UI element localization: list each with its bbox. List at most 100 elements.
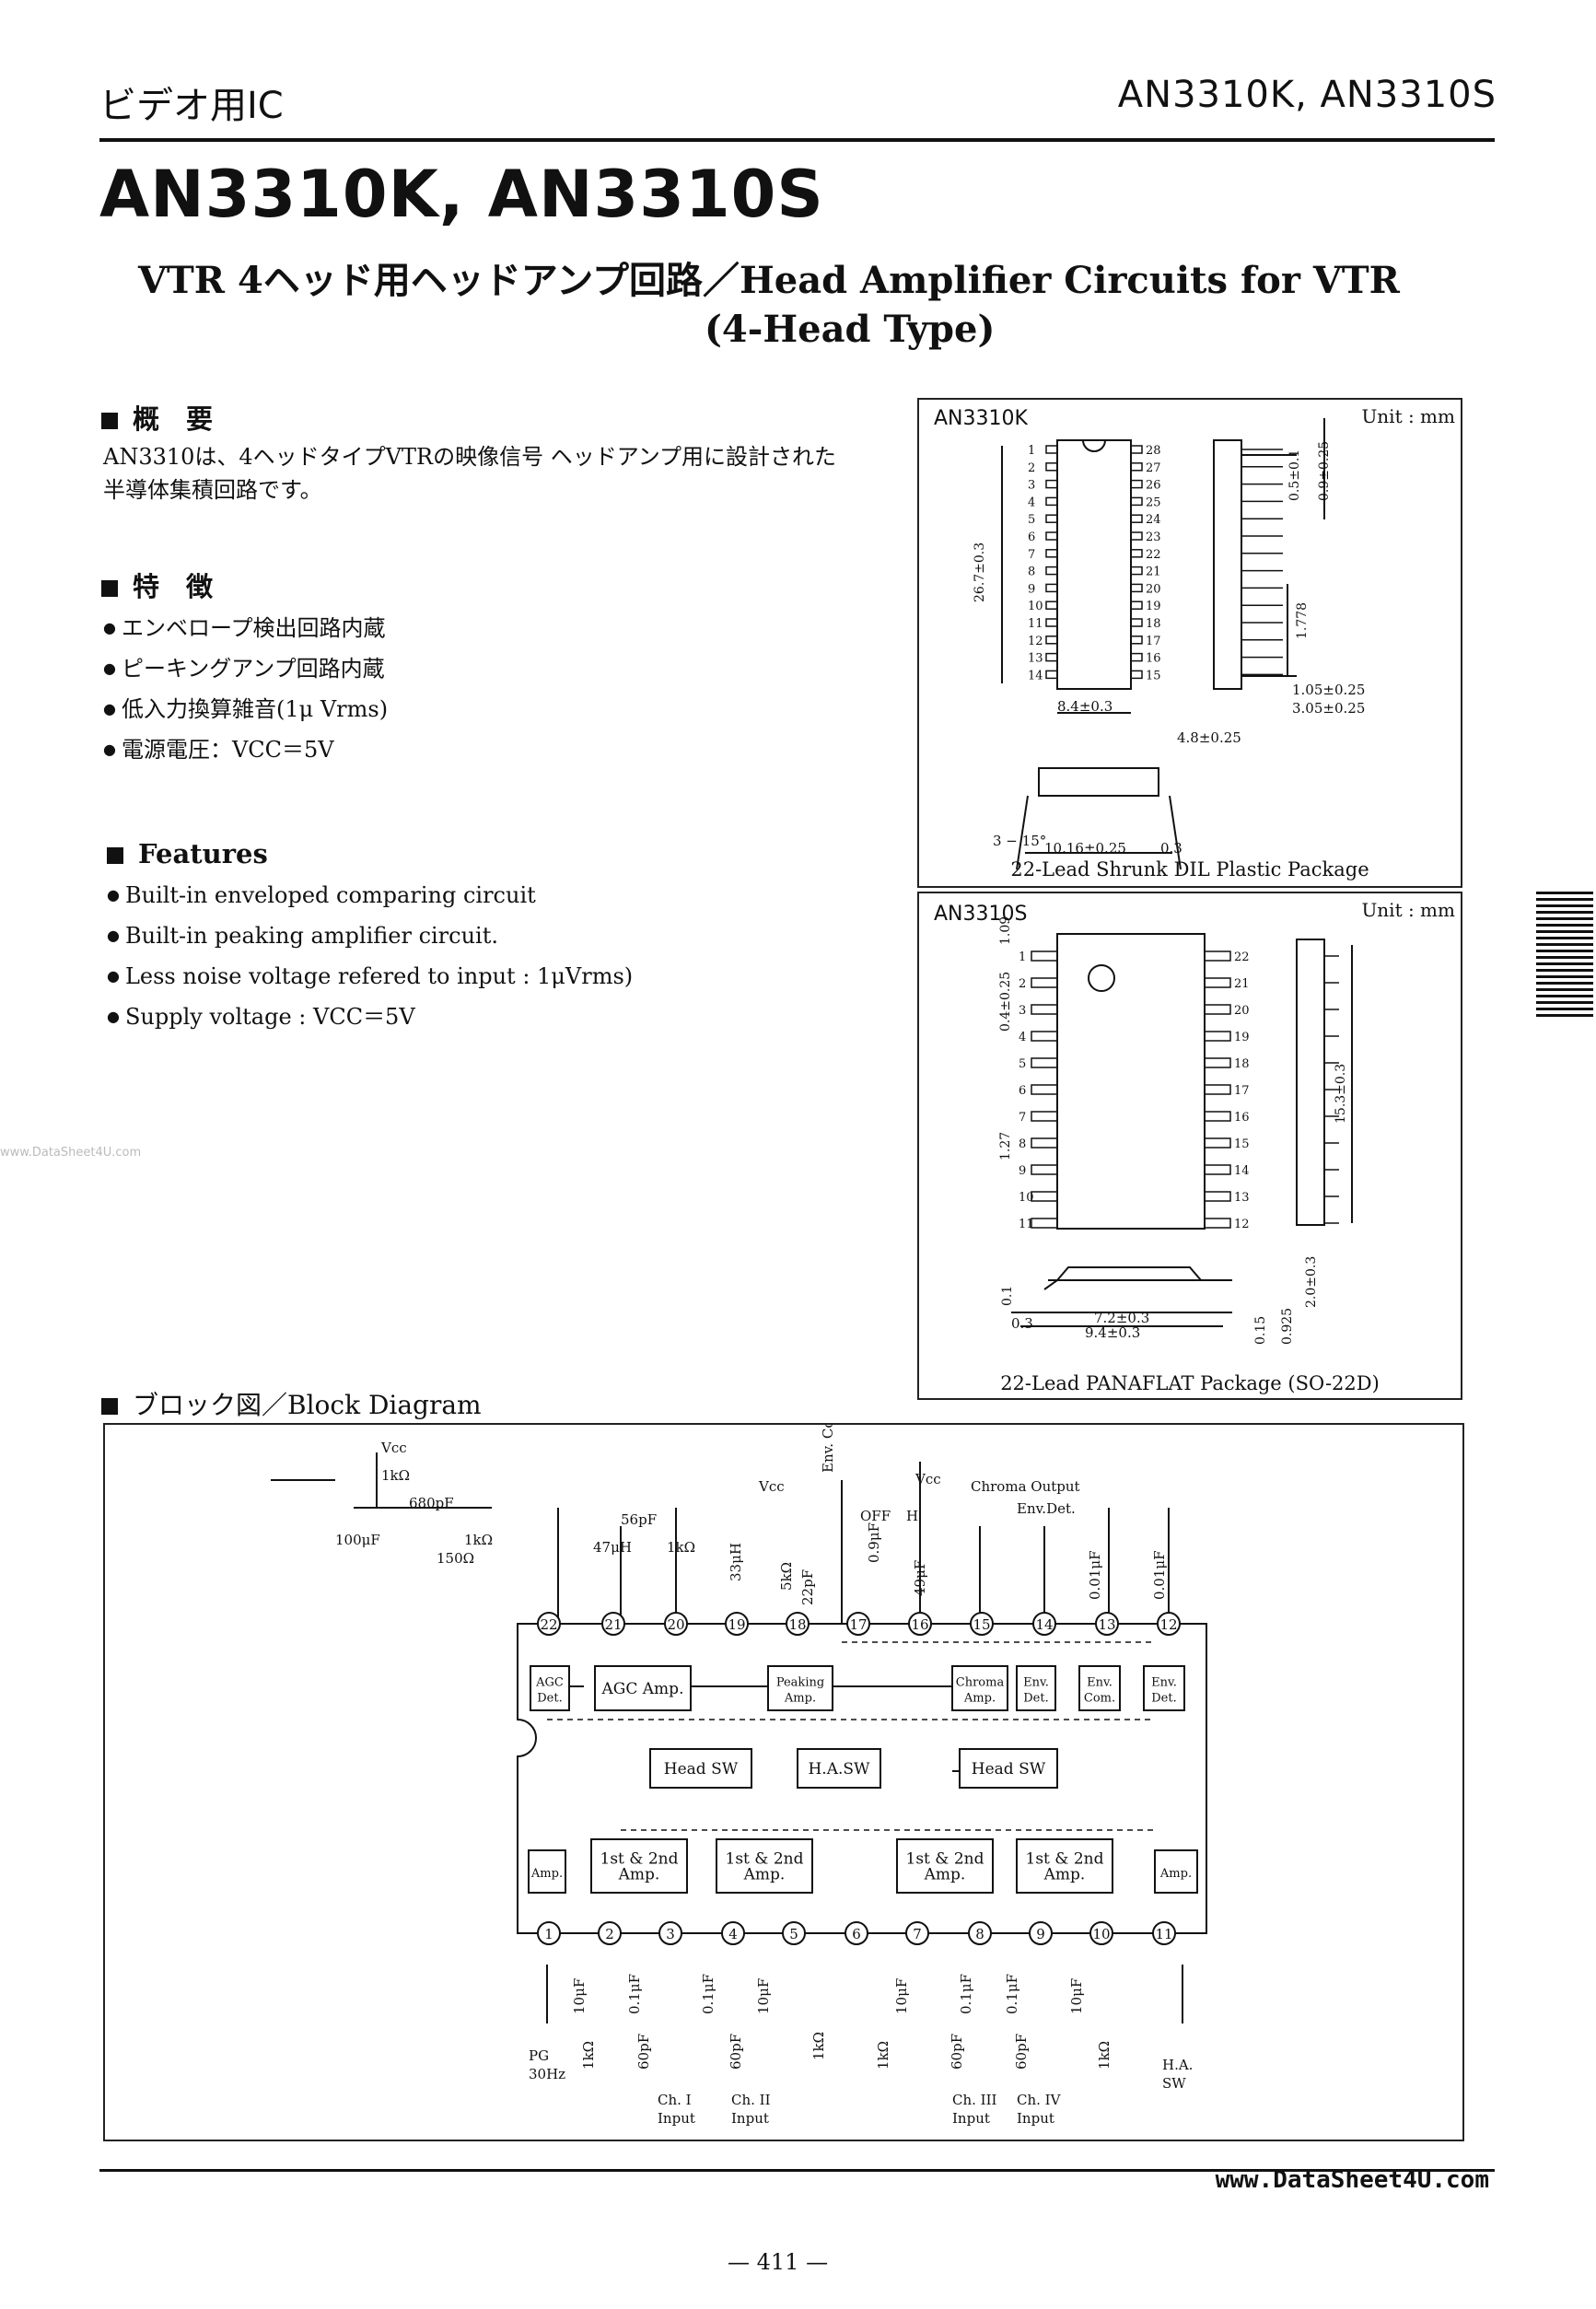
svg-text:3 − 15°: 3 − 15° [993,833,1046,849]
ic-pin [846,1612,870,1636]
pin-lead [1204,1164,1231,1175]
component-label: Vcc [914,1471,941,1487]
pin-number: 9 [1028,582,1035,596]
ic-pin [968,1921,992,1945]
pin-lead [1045,531,1058,541]
pin-lead [1045,670,1058,680]
block-box [896,1838,994,1894]
component-label: 0.9μF [866,1522,882,1563]
package-k-drawing: 1234567891011121314282726252423222120191… [973,418,1365,870]
pin-lead [1130,636,1143,645]
block-box [590,1838,688,1894]
list-item: Less noise voltage refered to input : 1μ… [107,956,633,997]
component-label: 10μF [1068,1978,1085,2014]
component-label: 33μH [728,1543,744,1581]
block-box [649,1748,752,1789]
pin-lead [1031,1111,1058,1122]
ic-pin [905,1921,929,1945]
component-label: Ch. I [658,2092,692,2108]
pin-lead [1031,1084,1058,1095]
pin-lead [1031,1031,1058,1042]
block-label: Amp. [924,1866,966,1884]
ic-pin [908,1612,932,1636]
component-label: 1kΩ [580,2041,597,2070]
ic-pin [537,1921,561,1945]
pin-lead [1045,636,1058,645]
svg-text:0.1: 0.1 [1000,1286,1015,1306]
ic-pin-number: 9 [1036,1926,1045,1942]
pin-lead [1130,445,1143,454]
ic-pin-number: 5 [789,1926,798,1942]
pin-lead [1204,1111,1231,1122]
component-label: 1kΩ [1096,2041,1113,2070]
svg-text:1.27: 1.27 [998,1132,1013,1160]
block-label: Env. [1087,1676,1113,1690]
pin-lead [1031,977,1058,988]
package-k-caption: 22-Lead Shrunk DIL Plastic Package [1010,858,1369,880]
block-box [951,1665,1008,1711]
component-label: 47μH [593,1539,632,1556]
block-label: Amp. [530,1867,563,1881]
pin-number: 16 [1234,1111,1250,1125]
svg-text:0.925: 0.925 [1280,1308,1295,1345]
block-label: Det. [537,1692,562,1706]
ic-pin [721,1921,745,1945]
block-box [1143,1665,1185,1711]
component-label: 0.01μF [1151,1550,1168,1600]
section-square-icon [101,1398,118,1415]
component-label: Env.Det. [1017,1500,1076,1517]
block-label: Env. [1023,1676,1049,1690]
pin-number: 24 [1146,513,1161,527]
ic-pin-number: 16 [911,1616,928,1633]
features-jp-list: エンベロープ検出回路内蔵 ピーキングアンプ回路内蔵 低入力換算雑音(1μ Vrm… [103,608,388,770]
component-label: Vcc [380,1440,407,1456]
pin-number: 17 [1146,635,1161,648]
pin-number: 2 [1028,461,1035,475]
pin-number: 21 [1234,977,1250,991]
block-label: Head SW [972,1760,1046,1778]
block-label: H.A.SW [808,1760,870,1778]
ic-pin-number: 20 [667,1616,684,1633]
list-item: エンベロープ検出回路内蔵 [103,608,388,648]
pin-lead [1204,1057,1231,1068]
pin-number: 4 [1019,1031,1026,1044]
pin-lead [1045,514,1058,523]
svg-text:1.09: 1.09 [998,916,1013,945]
pin-number: 27 [1146,461,1161,475]
component-label: 1kΩ [381,1467,410,1484]
pin-number: 7 [1019,1111,1026,1125]
component-label: 0.1μF [626,1974,643,2014]
component-label: Env. Com. [820,1425,836,1473]
pin-lead [1204,1084,1231,1095]
block-box [1078,1665,1121,1711]
ic-pin-number: 21 [604,1616,622,1633]
header-rule [99,138,1495,142]
ic-pin [725,1612,749,1636]
ic-pin [1029,1921,1053,1945]
pin-lead [1045,601,1058,610]
list-item: Built-in peaking amplifier circuit. [107,915,633,956]
svg-text:4.8±0.25: 4.8±0.25 [1177,729,1241,746]
pin-number: 23 [1146,531,1161,544]
pin-lead [1204,977,1231,988]
ic-pin [782,1921,806,1945]
pin-lead [1204,1191,1231,1202]
component-label: H.A. [1162,2057,1193,2073]
pin-lead [1130,462,1143,472]
pin-lead [1031,1057,1058,1068]
block-label: 1st & 2nd [1026,1850,1104,1869]
component-label: H [906,1508,918,1524]
component-label: Ch. IV [1017,2092,1062,2108]
pin-number: 11 [1028,617,1043,631]
pin-lead [1031,1164,1058,1175]
pin-number: 18 [1234,1057,1250,1071]
ic-pin-number: 14 [1035,1616,1053,1633]
pin-number: 12 [1234,1218,1250,1231]
component-label: Input [1017,2110,1054,2127]
pin-number: 5 [1028,513,1035,527]
block-label: 1st & 2nd [906,1850,984,1869]
list-item: Built-in enveloped comparing circuit [107,875,633,915]
